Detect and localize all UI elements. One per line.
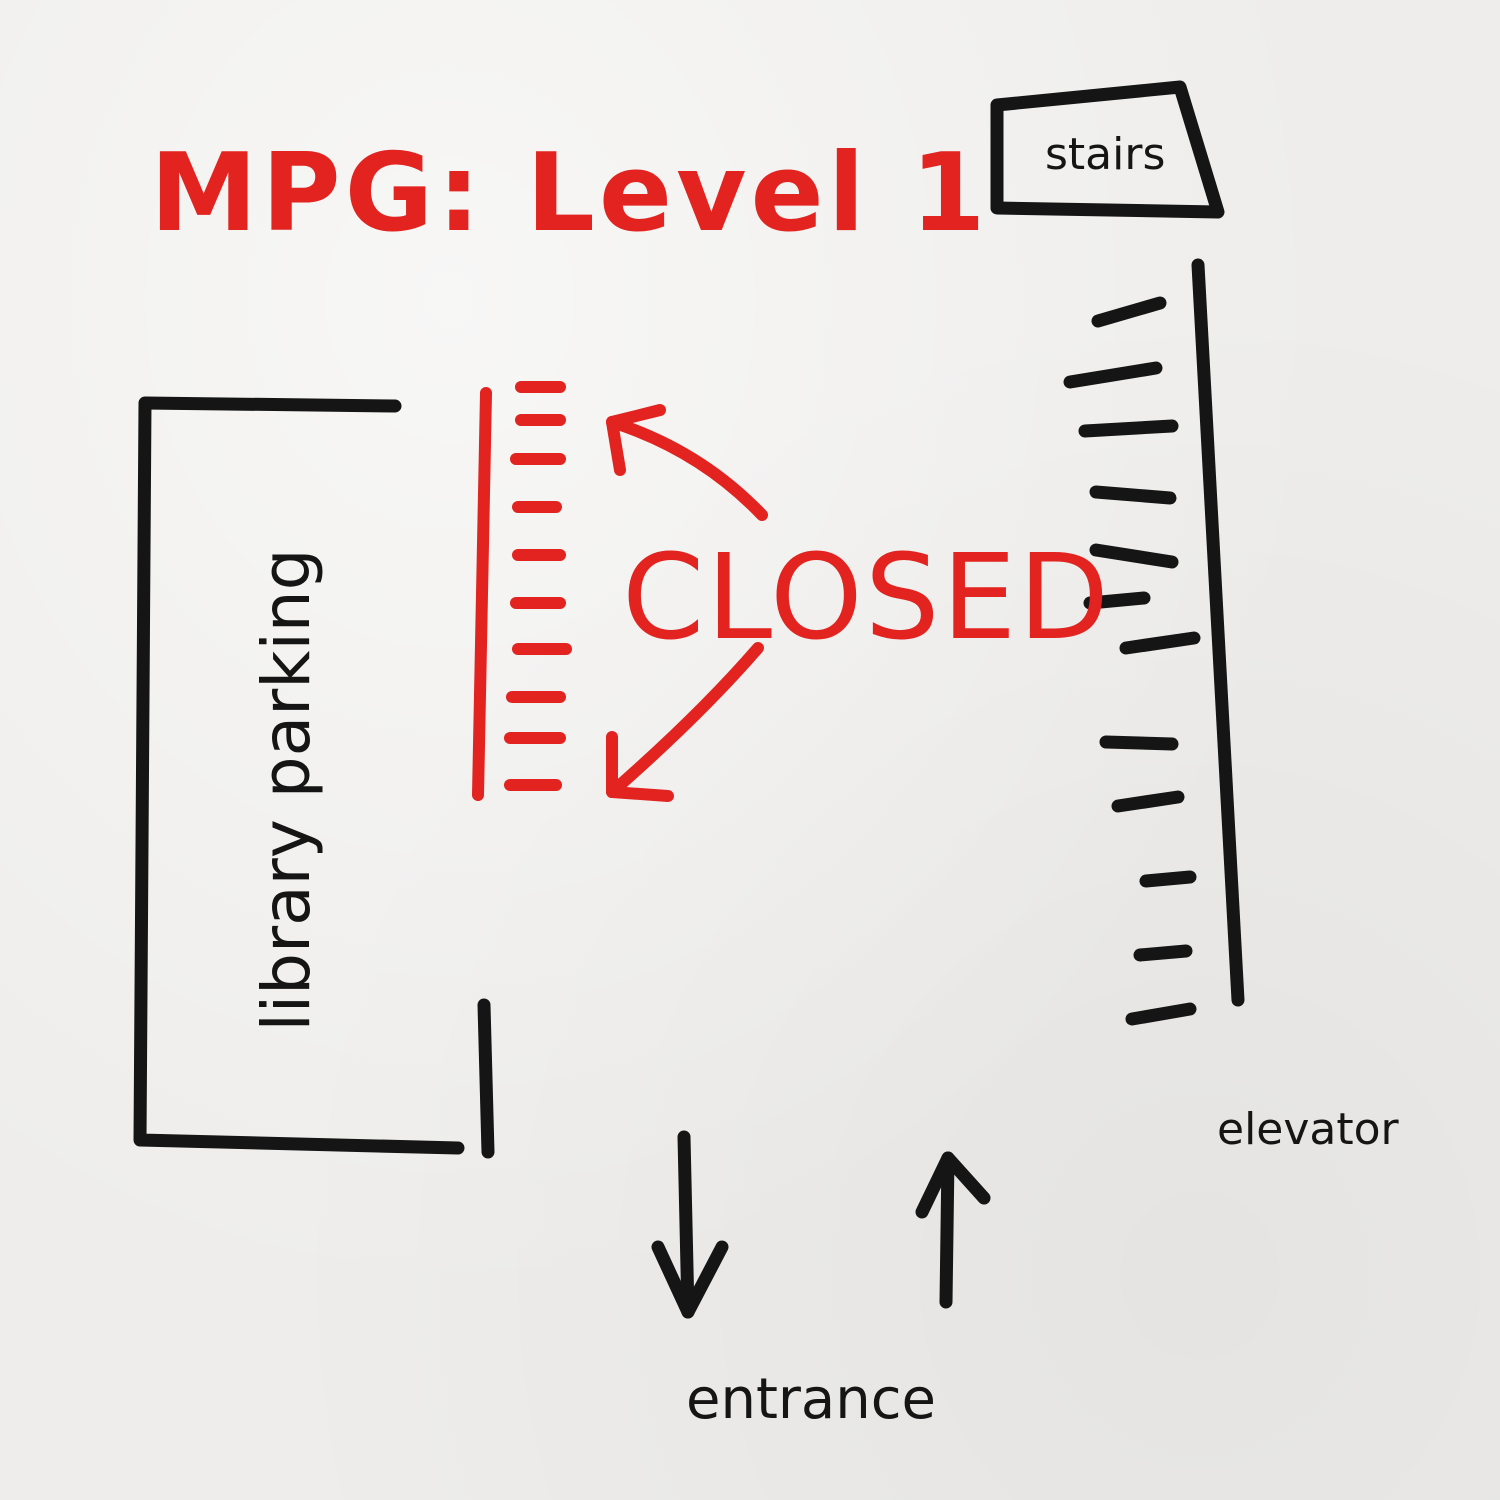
closed-arrow-up [606, 416, 768, 521]
right-wall [1191, 258, 1245, 1007]
closed-wall [472, 387, 492, 801]
parking-stall [1125, 1002, 1197, 1026]
library-parking-edge [477, 998, 495, 1159]
closed-label: CLOSED [622, 528, 1112, 666]
stairs-label: stairs [1045, 129, 1166, 180]
parking-stall [1063, 361, 1163, 389]
closed-arrow-up-head [606, 404, 666, 476]
parking-stall [1111, 790, 1185, 813]
parking-stall [1083, 591, 1151, 610]
arrow-down-icon [651, 1130, 729, 1319]
arrow-up-icon [915, 1151, 991, 1309]
map-title: MPG: Level 1 [150, 131, 990, 256]
parking-stall [1119, 631, 1201, 655]
parking-stall [1091, 296, 1167, 328]
library-parking-label: library parking [248, 548, 325, 1032]
parking-stall [1133, 944, 1193, 962]
library-parking-outline [133, 396, 465, 1155]
parking-stall [1089, 543, 1179, 569]
closed-section [472, 381, 572, 801]
parking-stall [1139, 870, 1197, 888]
parking-stall [1078, 419, 1179, 438]
curved-arrow-icon [606, 404, 768, 802]
parking-stall [1089, 485, 1177, 505]
entrance-label: entrance [686, 1367, 936, 1432]
elevator-label: elevator [1217, 1104, 1399, 1155]
parking-stall [1099, 735, 1179, 751]
right-parking-stalls [1063, 296, 1201, 1026]
closed-arrow-down [606, 642, 764, 798]
stairs-box [990, 80, 1225, 219]
closed-arrow-down-head [606, 731, 674, 802]
